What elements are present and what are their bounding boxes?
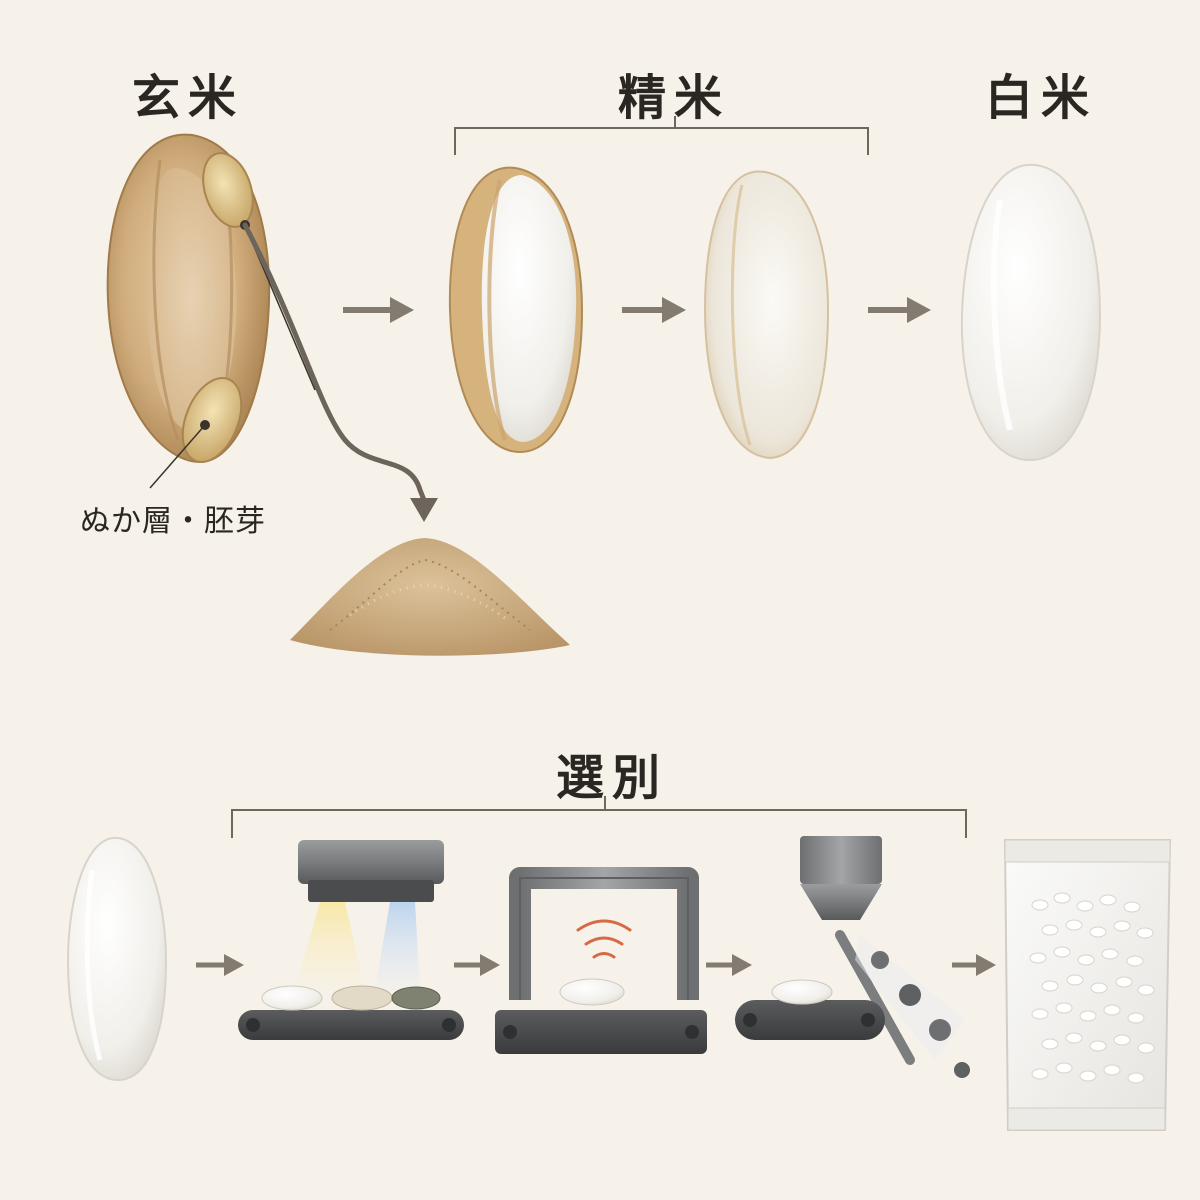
bran-pile	[290, 538, 570, 656]
arrow-polish1-to-polish2	[622, 297, 686, 323]
dark-grain-on-belt	[391, 986, 441, 1010]
white-rice-grain	[960, 163, 1102, 462]
arrow-polish2-to-white	[868, 297, 931, 323]
germ-top	[202, 152, 254, 228]
arrow-brown-to-polish1	[343, 297, 414, 323]
optical-sorter-station	[238, 840, 464, 1040]
rejected-particle-2	[899, 984, 921, 1006]
brown-rice-label: 玄米	[132, 70, 245, 126]
detector-gate-station	[495, 867, 707, 1054]
sorting-bracket	[231, 796, 967, 838]
rejected-particle-3	[929, 1019, 951, 1041]
partially-polished-grain-1	[448, 166, 584, 454]
rejected-particle-1	[871, 951, 889, 969]
arrow-grain-to-optical	[196, 954, 244, 976]
ejector-nozzle	[835, 930, 915, 1065]
rejected-particle-4	[954, 1062, 970, 1078]
polishing-bracket	[454, 116, 869, 155]
signal-waves	[576, 919, 632, 959]
grain-under-detector	[559, 978, 625, 1006]
bran-leader-line-bottom	[149, 424, 206, 489]
packaged-rice-bag	[1003, 839, 1172, 1131]
input-white-grain	[66, 836, 168, 1082]
arrow-detector-to-ejector	[706, 954, 752, 976]
sorting-label: 選別	[556, 750, 669, 806]
arrow-ejector-to-bag	[952, 954, 996, 976]
brown-rice-grain	[106, 133, 271, 464]
warm-light-beam	[295, 902, 365, 990]
white-grain-on-belt	[261, 985, 323, 1011]
bran-flow-arrow	[242, 222, 427, 503]
white-rice-label: 白米	[985, 70, 1098, 126]
cool-light-beam	[375, 902, 420, 990]
bran-germ-label: ぬか層・胚芽	[80, 504, 266, 539]
polishing-label: 精米	[618, 70, 731, 126]
germ-bottom	[181, 377, 243, 463]
ejector-station	[735, 836, 970, 1078]
arrow-optical-to-detector	[454, 954, 500, 976]
rice-contents	[1029, 892, 1155, 1084]
partially-polished-grain-2	[703, 170, 830, 460]
good-grain-on-belt	[771, 979, 833, 1005]
beige-grain-on-belt	[331, 985, 393, 1011]
